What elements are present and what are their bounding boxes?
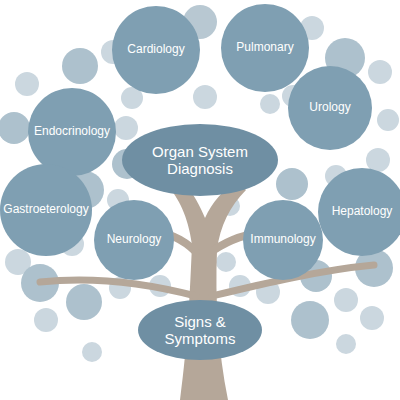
specialty-circle: Hepatology: [318, 168, 400, 256]
node-content: Gastroeterology: [0, 164, 92, 256]
specialty-circle: Neurology: [94, 200, 174, 280]
symptoms-ellipse: Signs & Symptoms: [138, 300, 262, 360]
node-label: Organ System Diagnosis: [140, 143, 260, 178]
node-label: Neurology: [97, 233, 171, 247]
node-content: Urology: [288, 66, 372, 150]
specialty-circle: Cardiology: [112, 6, 200, 94]
specialty-circle: Urology: [288, 66, 372, 150]
node-label: Immunology: [246, 233, 320, 247]
node-content: Neurology: [94, 200, 174, 280]
specialty-circle: Endocrinology: [28, 88, 116, 176]
node-content: Immunology: [243, 200, 323, 280]
node-label: Cardiology: [116, 43, 196, 57]
node-label: Signs & Symptoms: [155, 313, 245, 348]
diagnosis-ellipse: Organ System Diagnosis: [122, 124, 278, 196]
specialty-circle: Gastroeterology: [0, 164, 92, 256]
node-content: Organ System Diagnosis: [122, 124, 278, 196]
node-label: Gastroeterology: [0, 203, 92, 217]
node-label: Pulmonary: [225, 41, 305, 55]
node-content: Pulmonary: [221, 4, 309, 92]
node-content: Signs & Symptoms: [138, 300, 262, 360]
node-label: Urology: [292, 101, 368, 115]
specialty-circle: Pulmonary: [221, 4, 309, 92]
node-content: Endocrinology: [28, 88, 116, 176]
node-label: Hepatology: [326, 205, 398, 219]
specialty-circle: Immunology: [243, 200, 323, 280]
node-label: Endocrinology: [30, 125, 114, 139]
node-content: Hepatology: [318, 168, 400, 256]
node-content: Cardiology: [112, 6, 200, 94]
